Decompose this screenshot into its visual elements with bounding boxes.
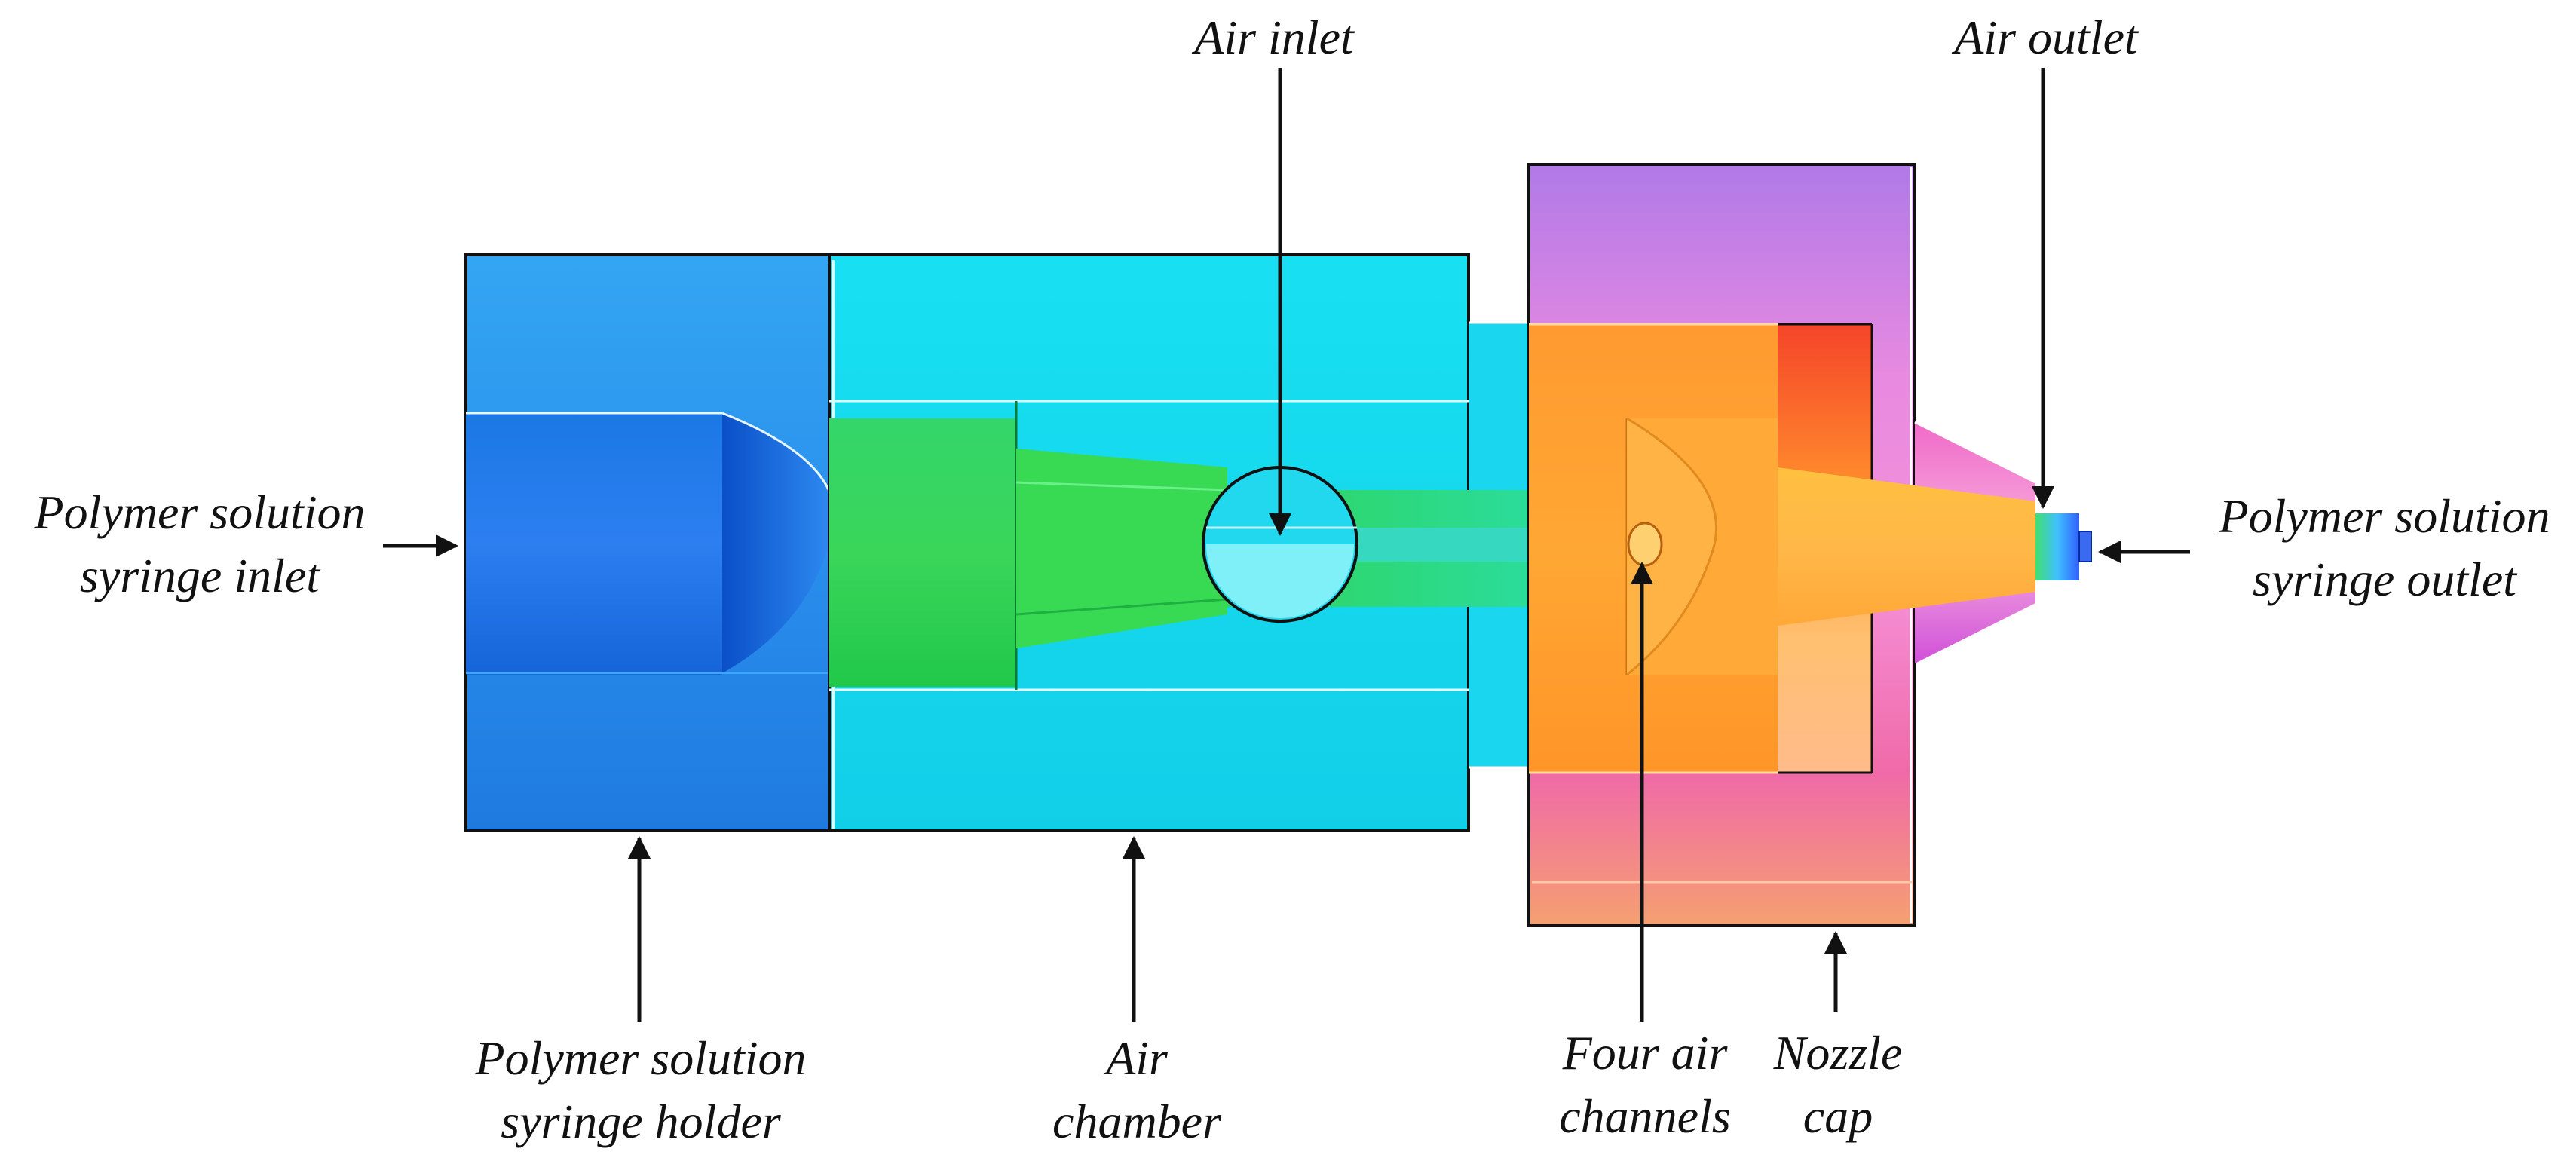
label-syringe-holder-line2: syringe holder — [501, 1095, 781, 1148]
label-nozzle-cap-line2: cap — [1803, 1089, 1873, 1143]
label-syringe-outlet-line2: syringe outlet — [2252, 553, 2517, 606]
nozzle-tip-part — [2035, 512, 2092, 580]
four-air-channels-marker — [1627, 522, 1663, 567]
label-air-inlet-text: Air inlet — [1194, 11, 1354, 64]
label-syringe-outlet-line1: Polymer solution — [2219, 489, 2550, 543]
air-inlet-port — [1202, 466, 1358, 623]
inner-cone-part — [1778, 467, 2035, 626]
label-four-air-channels-line1: Four air — [1562, 1026, 1728, 1080]
label-syringe-inlet-line2: syringe inlet — [79, 549, 320, 602]
label-syringe-inlet-line1: Polymer solution — [34, 485, 366, 539]
label-air-chamber: Air chamber — [1052, 1027, 1221, 1153]
label-syringe-inlet: Polymer solution syringe inlet — [34, 481, 365, 608]
label-syringe-holder: Polymer solution syringe holder — [475, 1027, 806, 1153]
label-air-chamber-line1: Air — [1106, 1031, 1168, 1085]
label-air-outlet-text: Air outlet — [1954, 11, 2138, 64]
label-four-air-channels: Four air channels — [1559, 1022, 1731, 1148]
label-air-outlet: Air outlet — [1954, 6, 2138, 69]
syringe-holder-part — [464, 253, 836, 832]
label-nozzle-cap-line1: Nozzle — [1773, 1026, 1903, 1080]
label-air-chamber-line2: chamber — [1052, 1095, 1221, 1148]
label-syringe-holder-line1: Polymer solution — [475, 1031, 807, 1085]
label-syringe-outlet: Polymer solution syringe outlet — [2219, 485, 2550, 611]
label-air-inlet: Air inlet — [1194, 6, 1354, 69]
label-four-air-channels-line2: channels — [1559, 1089, 1731, 1143]
label-nozzle-cap: Nozzle cap — [1774, 1022, 1903, 1148]
leader-lines — [383, 68, 2190, 1022]
